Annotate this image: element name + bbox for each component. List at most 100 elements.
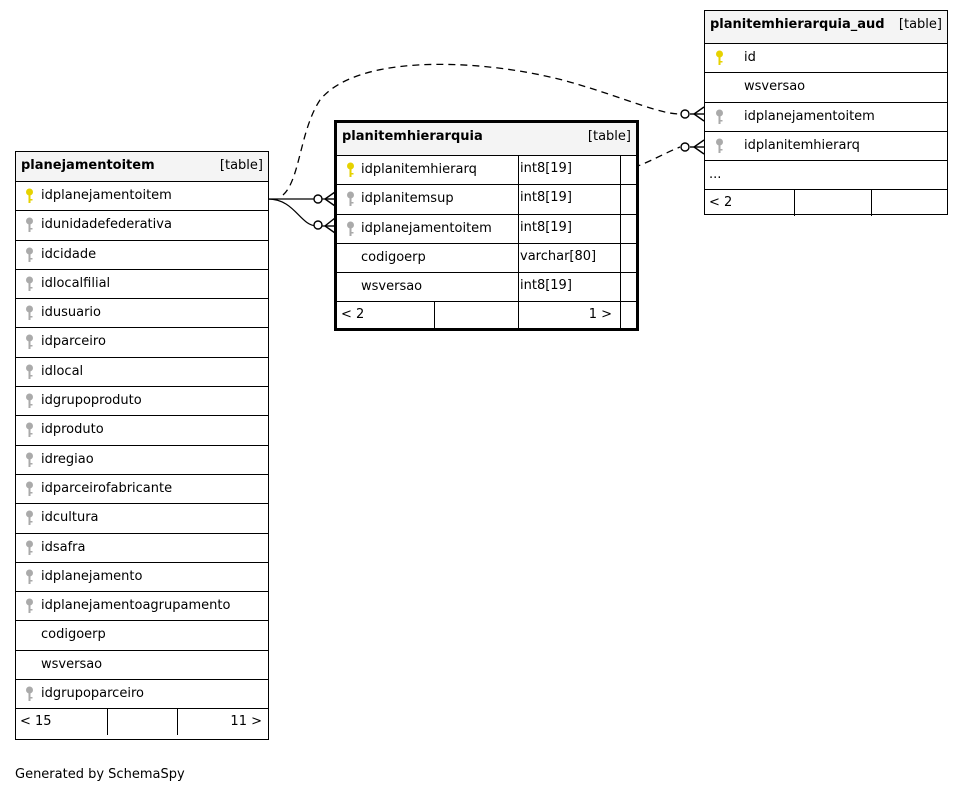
column-name: idsafra	[41, 539, 86, 555]
crowfoot-end-idplanejamentoitem	[313, 217, 336, 234]
footer-divider	[620, 302, 621, 330]
primary-key-icon	[26, 188, 33, 203]
foreign-key-icon	[347, 191, 354, 207]
column-type: int8[19]	[520, 161, 572, 176]
foreign-key-icon	[716, 109, 723, 124]
column-name: idplanejamento	[41, 568, 143, 584]
column-row[interactable]: idplanejamentoagrupamento	[16, 592, 268, 622]
column-row[interactable]: idlocalfilial	[16, 270, 268, 300]
table-planitemhierarquia[interactable]: planitemhierarquia [table] idplanitemhie…	[334, 120, 639, 331]
crowfoot-end-idplanitemsup	[313, 191, 336, 207]
column-row[interactable]: id	[705, 44, 947, 74]
table-header: planitemhierarquia_aud [table]	[705, 11, 947, 44]
column-name: idgrupoproduto	[41, 393, 142, 409]
column-row[interactable]: idregiao	[16, 446, 268, 475]
column-name: wsversao	[361, 279, 423, 295]
column-name: idplanejamentoitem	[41, 188, 172, 203]
column-name: idplanejamentoagrupamento	[41, 598, 231, 614]
column-name: idgrupoparceiro	[41, 686, 144, 702]
column-name: idcultura	[41, 510, 99, 526]
column-name: idparceiro	[41, 334, 106, 350]
column-name: idplanejamentoitem	[361, 220, 492, 236]
column-row[interactable]: idcidade	[16, 241, 268, 270]
footer-children-count[interactable]: 1 >	[588, 307, 612, 323]
foreign-key-icon	[716, 138, 723, 153]
column-row[interactable]: idplanejamentoitem	[705, 103, 947, 132]
table-planejamentoitem[interactable]: planejamentoitem [table] idplanejamentoi…	[15, 151, 269, 740]
foreign-key-icon	[26, 217, 33, 233]
foreign-key-icon	[26, 452, 33, 467]
column-name: idplanitemhierarq	[744, 137, 860, 153]
generated-by-caption: Generated by SchemaSpy	[15, 767, 185, 782]
column-name: idusuario	[41, 305, 101, 321]
footer-divider	[794, 190, 795, 217]
table-header: planitemhierarquia [table]	[337, 123, 636, 156]
primary-key-icon	[347, 162, 354, 177]
footer-children-count[interactable]: 11 >	[230, 714, 262, 730]
column-end-divider	[620, 156, 621, 303]
table-tag: [table]	[219, 158, 263, 173]
column-name: idlocalfilial	[41, 275, 111, 291]
column-name: codigoerp	[361, 249, 426, 265]
column-row[interactable]: idgrupoparceiro	[16, 680, 268, 710]
foreign-key-icon	[26, 334, 33, 350]
column-row[interactable]: codigoerp varchar[80]	[337, 244, 636, 274]
column-name: id	[744, 50, 756, 65]
column-row[interactable]: wsversao	[705, 73, 947, 103]
column-row[interactable]: wsversao	[16, 651, 268, 681]
column-row[interactable]: wsversao int8[19]	[337, 273, 636, 303]
column-type: int8[19]	[520, 278, 572, 294]
column-name: codigoerp	[41, 627, 106, 643]
column-row[interactable]: idplanejamento	[16, 563, 268, 593]
foreign-key-icon	[347, 221, 354, 236]
column-row[interactable]: idplanitemhierarq int8[19]	[337, 156, 636, 186]
table-footer: < 15 11 >	[16, 709, 268, 736]
foreign-key-icon	[26, 598, 33, 614]
column-row[interactable]: idunidadefederativa	[16, 211, 268, 241]
footer-parents-count[interactable]: < 15	[20, 714, 52, 730]
table-planitemhierarquia-aud[interactable]: planitemhierarquia_aud [table] id wsversa…	[704, 10, 948, 217]
column-row[interactable]: idgrupoproduto	[16, 387, 268, 417]
column-list: id wsversao idplanejamentoitem idplanitemhi…	[705, 44, 947, 191]
column-row[interactable]: idsafra	[16, 534, 268, 563]
foreign-key-icon	[26, 540, 33, 555]
foreign-key-icon	[26, 276, 33, 291]
column-row[interactable]: idlocal	[16, 358, 268, 388]
foreign-key-icon	[26, 686, 33, 702]
column-row[interactable]: idplanejamentoitem	[16, 182, 268, 212]
column-name: idproduto	[41, 422, 104, 438]
crowfoot-end-aud-idplanejamentoitem	[680, 106, 705, 122]
column-row[interactable]: codigoerp	[16, 621, 268, 651]
column-name: idplanejamentoitem	[744, 108, 875, 124]
footer-parents-count[interactable]: < 2	[709, 195, 733, 211]
column-name: wsversao	[41, 656, 103, 672]
foreign-key-icon	[26, 422, 33, 438]
column-row[interactable]: idcultura	[16, 504, 268, 534]
column-row[interactable]: idplanitemhierarq	[705, 132, 947, 162]
table-name[interactable]: planitemhierarquia_aud	[710, 17, 885, 32]
table-name[interactable]: planitemhierarquia	[342, 129, 483, 144]
column-name: idregiao	[41, 451, 94, 467]
column-name: ...	[709, 167, 722, 183]
foreign-key-icon	[26, 364, 33, 379]
column-row[interactable]: idusuario	[16, 299, 268, 329]
column-row[interactable]: idparceirofabricante	[16, 475, 268, 505]
column-row[interactable]: idparceiro	[16, 328, 268, 358]
footer-parents-count[interactable]: < 2	[341, 307, 365, 323]
column-row[interactable]: idproduto	[16, 416, 268, 446]
column-name: idplanitemsup	[361, 191, 454, 207]
table-footer: < 2 1 >	[337, 302, 636, 330]
column-name: idplanitemhierarq	[361, 162, 477, 177]
column-name: idparceirofabricante	[41, 480, 173, 496]
foreign-key-icon	[26, 393, 33, 409]
column-type: varchar[80]	[520, 248, 597, 264]
column-row[interactable]: ...	[705, 161, 947, 191]
table-footer: < 2	[705, 190, 947, 217]
column-type-divider	[518, 156, 519, 303]
table-name[interactable]: planejamentoitem	[21, 158, 155, 173]
footer-divider	[434, 302, 435, 330]
